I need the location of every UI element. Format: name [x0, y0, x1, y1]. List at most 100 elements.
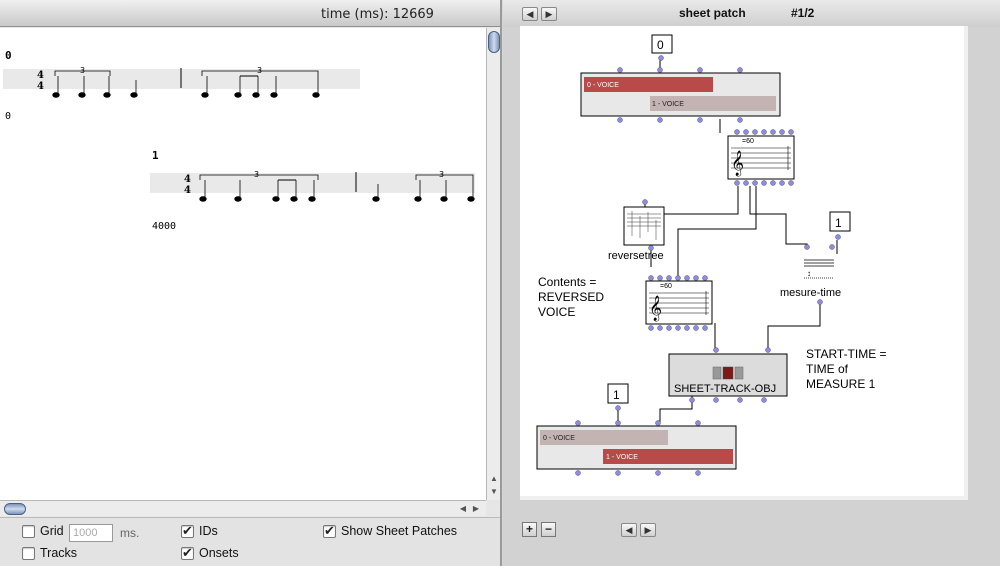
remove-button[interactable]: −: [541, 522, 556, 537]
time-sig-numerator: 4: [37, 70, 44, 81]
ids-check-box[interactable]: [181, 523, 194, 539]
ids-checkbox[interactable]: IDs: [181, 523, 218, 539]
voice-track-bar-active: [584, 77, 713, 92]
vertical-scroll-thumb[interactable]: [488, 31, 500, 53]
time-sig-denominator: 4: [184, 185, 191, 196]
input-value-bottom: 1: [613, 388, 620, 402]
show-sheet-patches-label: Show Sheet Patches: [341, 524, 458, 538]
staff-band: [150, 173, 475, 193]
voice-score-box[interactable]: 𝄞 =60: [727, 135, 795, 180]
outlet-dot[interactable]: [615, 405, 621, 411]
comment-contents: Contents = REVERSED VOICE: [538, 275, 604, 319]
previous-patch-icon[interactable]: ◀: [522, 7, 538, 21]
system-onset: 0: [5, 111, 12, 122]
mesure-time-box[interactable]: ↕ mesure-time: [780, 244, 841, 305]
patch-title: sheet patch: [679, 6, 746, 20]
voice-box-top-inlets[interactable]: [617, 67, 743, 123]
next-sheet-icon[interactable]: ▶: [640, 523, 656, 537]
treble-clef-icon: 𝄞: [649, 295, 662, 321]
add-button[interactable]: +: [522, 522, 537, 537]
tracks-label: Tracks: [40, 546, 78, 560]
previous-sheet-icon[interactable]: ◀: [621, 523, 637, 537]
grid-label: Grid: [40, 524, 64, 538]
outlet-dot[interactable]: [658, 55, 664, 61]
input-box-mesure[interactable]: [829, 211, 851, 232]
voice-box-bottom-inlets[interactable]: [575, 420, 701, 476]
voice-track-bar-inactive: [540, 430, 668, 445]
onsets-checkbox[interactable]: Onsets: [181, 545, 239, 561]
scroll-up-icon[interactable]: ▲: [490, 474, 498, 483]
time-readout: time (ms): 12669: [321, 7, 434, 22]
comment-line: START-TIME =: [806, 347, 887, 361]
outlet-dot[interactable]: [835, 234, 841, 240]
patch-index: #1/2: [791, 6, 815, 20]
ids-label: IDs: [199, 524, 218, 538]
comment-line: VOICE: [538, 305, 575, 319]
mesure-time-label: mesure-time: [780, 287, 841, 299]
system-number: 1: [152, 149, 159, 162]
show-sheet-patches-check-box[interactable]: [323, 523, 336, 539]
comment-line: MEASURE 1: [806, 377, 876, 391]
tempo-label: =60: [660, 283, 672, 290]
voice-tracks-box-top[interactable]: 0 - VOICE 1 - VOICE: [580, 72, 781, 117]
comment-line: REVERSED: [538, 290, 604, 304]
display-options: Grid ms. IDs Show Sheet Patches Tracks O…: [0, 517, 500, 566]
patch-canvas[interactable]: 0 0 - VOICE 1 - VOICE: [520, 26, 968, 500]
score-editor-header: time (ms): 12669: [0, 0, 500, 27]
sheet-track-obj-box[interactable]: SHEET-TRACK-OBJ: [668, 347, 788, 403]
grid-check-box[interactable]: [22, 524, 35, 538]
input-box-bottom[interactable]: [607, 383, 629, 404]
next-patch-icon[interactable]: ▶: [541, 7, 557, 21]
metronome-icon: ↕: [807, 269, 811, 278]
reversed-voice-score-box[interactable]: 𝄞 =60: [645, 280, 713, 325]
voice-track-label: 1 - VOICE: [652, 101, 684, 108]
comment-start-time: START-TIME = TIME of MEASURE 1: [806, 347, 887, 391]
tuplet-label: 3: [439, 170, 444, 179]
reversetree-box[interactable]: reversetree: [608, 199, 665, 263]
tracks-checkbox[interactable]: Tracks: [22, 546, 77, 560]
input-value-mesure: 1: [835, 216, 842, 230]
tracks-check-box[interactable]: [22, 546, 35, 560]
staff-system-1[interactable]: 4 4 3 3: [150, 169, 486, 209]
reversed-score-inlets[interactable]: [648, 275, 708, 331]
time-sig-numerator: 4: [184, 174, 191, 185]
grid-checkbox[interactable]: Grid: [22, 524, 64, 538]
reversetree-label: reversetree: [608, 250, 664, 262]
staff-system-0[interactable]: 4 4: [3, 64, 363, 104]
voice-track-label: 0 - VOICE: [543, 435, 575, 442]
scroll-down-icon[interactable]: ▼: [490, 487, 498, 496]
horizontal-scrollbar[interactable]: ◀ ▶: [0, 500, 486, 516]
vertical-scrollbar[interactable]: ▲ ▼: [486, 28, 500, 500]
score-area[interactable]: 0 0 1 4000 4 4: [0, 28, 486, 500]
notes-group: [199, 174, 475, 202]
input-box-top[interactable]: [651, 34, 673, 54]
voice-track-bar-inactive: [650, 96, 776, 111]
tuplet-label: 3: [80, 66, 85, 75]
system-onset: 4000: [152, 221, 177, 232]
scroll-right-icon[interactable]: ▶: [472, 504, 480, 513]
patch-header: ◀ ▶ sheet patch #1/2: [503, 0, 1000, 27]
patch-footer: + − ◀ ▶: [503, 517, 1000, 566]
horizontal-scroll-thumb[interactable]: [4, 503, 26, 515]
voice-track-label: 1 - VOICE: [606, 454, 638, 461]
notes-group: [52, 70, 320, 98]
voice-tracks-box-bottom[interactable]: 0 - VOICE 1 - VOICE: [536, 425, 737, 470]
system-number: 0: [5, 49, 12, 62]
show-sheet-patches-checkbox[interactable]: Show Sheet Patches: [323, 523, 458, 539]
grid-value-input[interactable]: [69, 524, 113, 542]
patch-graph[interactable]: 0 0 - VOICE 1 - VOICE: [520, 26, 968, 500]
treble-clef-icon: 𝄞: [731, 150, 744, 176]
scroll-left-icon[interactable]: ◀: [459, 504, 467, 513]
sheet-track-obj-label: SHEET-TRACK-OBJ: [674, 383, 776, 395]
tempo-label: =60: [742, 138, 754, 145]
tuplet-label: 3: [254, 170, 259, 179]
voice-score-inlets[interactable]: [734, 129, 794, 186]
score-editor-pane: time (ms): 12669 0 0 1 4000 4 4: [0, 0, 502, 566]
time-sig-denominator: 4: [37, 81, 44, 92]
onsets-check-box[interactable]: [181, 545, 194, 561]
voice-track-label: 0 - VOICE: [587, 82, 619, 89]
voice-track-bar-active: [603, 449, 733, 464]
onsets-label: Onsets: [199, 546, 239, 560]
grid-unit-label: ms.: [120, 526, 140, 540]
tuplet-label: 3: [257, 66, 262, 75]
